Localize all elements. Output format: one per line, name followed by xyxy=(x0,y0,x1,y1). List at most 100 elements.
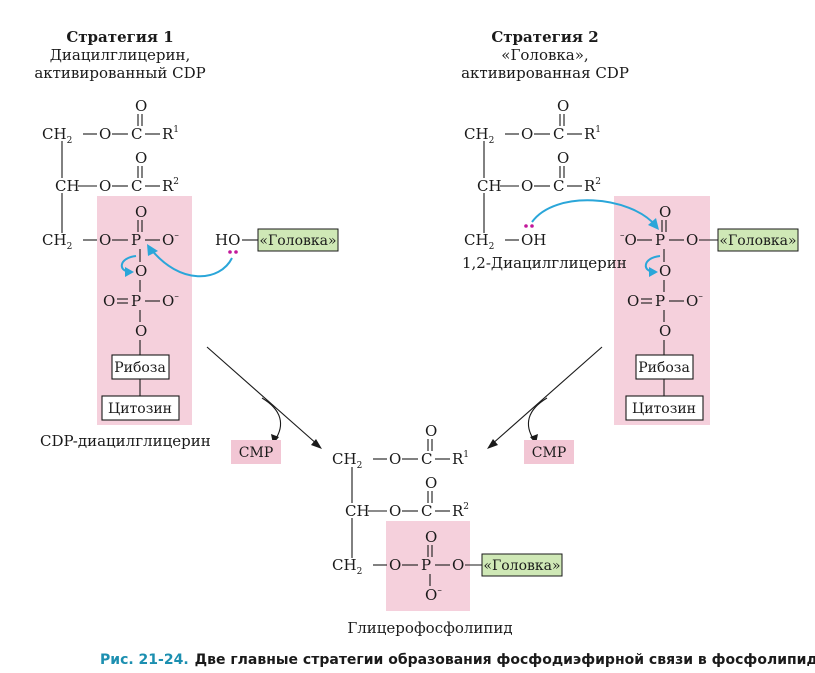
caption-line: Рис. 21-24. Две главные стратегии образов… xyxy=(100,652,815,668)
s2-row1-c: C xyxy=(553,125,564,143)
s2-row2-r2: R2 xyxy=(584,177,601,195)
right-cmp-box xyxy=(524,440,574,464)
s2-row1-carbonyl-o: O xyxy=(557,97,569,115)
s1-head-box xyxy=(257,228,339,252)
caption-figure-number: Рис. 21-24. xyxy=(100,652,189,668)
s1-head-label: «Головка» xyxy=(259,233,336,249)
right-cmp-label: CMP xyxy=(532,445,566,461)
s1-row4-o: O xyxy=(103,292,115,310)
s1-cytosine-label: Цитозин xyxy=(108,401,172,417)
s1-bridge-o: O xyxy=(135,262,147,280)
strategy2-title: Стратегия 2 xyxy=(491,28,598,46)
strategy1-group: Стратегия 1 Диацилглицерин, активированн… xyxy=(34,28,339,450)
s1-ribose-box xyxy=(111,354,170,380)
s2-row1-o: O xyxy=(521,125,533,143)
s2-row3-oh: OH xyxy=(521,231,546,249)
p-row1-c: C xyxy=(421,450,432,468)
s1-electron-dot-b xyxy=(234,250,238,254)
p-row3-o-right: O xyxy=(452,556,464,574)
s2-cytosine-box xyxy=(625,395,704,421)
s1-product-label: CDP-диацилглицерин xyxy=(40,432,211,450)
product-group: CH2 O C O R1 CH O C O R2 CH2 O P O O «Го… xyxy=(332,422,563,637)
s2-row2-o: O xyxy=(521,177,533,195)
s2-row1-r1: R1 xyxy=(584,125,601,143)
s2-row3-phosphoryl-o: O xyxy=(659,203,671,221)
p-row2-o: O xyxy=(389,502,401,520)
p-row1-carbonyl-o: O xyxy=(425,422,437,440)
p-row2-r2: R2 xyxy=(452,502,469,520)
s1-row1-o: O xyxy=(99,125,111,143)
s1-ribose-label: Рибоза xyxy=(114,360,166,376)
s1-electron-dot-a xyxy=(228,250,232,254)
left-cmp-box xyxy=(231,440,281,464)
s2-dag-label: 1,2-Диацилглицерин xyxy=(462,254,627,272)
p-row2-carbonyl-o: O xyxy=(425,474,437,492)
s2-electron-dot-a xyxy=(524,224,528,228)
s2-row4-p: P xyxy=(655,292,665,310)
s2-row3-ch2: CH2 xyxy=(464,231,494,252)
p-head-box xyxy=(481,553,563,577)
s2-electron-dot-b xyxy=(530,224,534,228)
reaction-arrows: CMP CMP xyxy=(206,346,603,464)
s2-row2-carbonyl-o: O xyxy=(557,149,569,167)
s1-attack-arrowhead xyxy=(147,244,158,256)
p-row2-c: C xyxy=(421,502,432,520)
s2-row2-c: C xyxy=(553,177,564,195)
p-row3-p: P xyxy=(421,556,431,574)
p-row1-ch2: CH2 xyxy=(332,450,362,471)
p-row3-phosphoryl-o: O xyxy=(425,528,437,546)
p-row1-r1: R1 xyxy=(452,450,469,468)
s2-row1-ch2: CH2 xyxy=(464,125,494,146)
s1-row3-ch2: CH2 xyxy=(42,231,72,252)
s2-row4-o-minus: O– xyxy=(686,292,703,310)
s2-row3-o-minus: –O xyxy=(620,231,637,249)
s1-row2-r2: R2 xyxy=(162,177,179,195)
s1-row2-carbonyl-o: O xyxy=(135,149,147,167)
s1-row1-ch2: CH2 xyxy=(42,125,72,146)
s1-lower-o: O xyxy=(135,322,147,340)
p-row3-o: O xyxy=(389,556,401,574)
strategy2-subtitle-line1: «Головка», xyxy=(501,46,588,64)
p-row3-ch2: CH2 xyxy=(332,556,362,577)
p-head-label: «Головка» xyxy=(483,558,560,574)
s2-head-label: «Головка» xyxy=(719,233,796,249)
s1-row1-r1: R1 xyxy=(162,125,179,143)
s1-row3-p: P xyxy=(131,231,141,249)
s2-cytosine-label: Цитозин xyxy=(632,401,696,417)
s2-leaving-arrowhead xyxy=(649,267,658,277)
left-reaction-arrow xyxy=(206,346,319,446)
left-reaction-arrowhead xyxy=(311,439,322,449)
p-o-minus: O– xyxy=(425,586,442,604)
strategy2-subtitle-line2: активированная CDP xyxy=(461,64,629,82)
s1-leaving-arrowhead xyxy=(125,267,134,277)
product-label: Глицерофосфолипид xyxy=(347,619,512,637)
left-cmp-label: CMP xyxy=(239,445,273,461)
p-row1-o: O xyxy=(389,450,401,468)
s1-row3-o: O xyxy=(99,231,111,249)
caption-text: Две главные стратегии образования фосфод… xyxy=(195,652,815,668)
s1-row1-carbonyl-o: O xyxy=(135,97,147,115)
s1-ho: HO xyxy=(215,231,240,249)
s2-attack-arrowhead xyxy=(648,218,659,230)
strategy1-subtitle-line1: Диацилглицерин, xyxy=(50,46,191,64)
right-cmp-branch xyxy=(527,397,548,441)
s2-row4-o: O xyxy=(627,292,639,310)
s1-row2-c: C xyxy=(131,177,142,195)
product-phosphate-highlight xyxy=(386,521,470,611)
s2-row2-ch: CH xyxy=(477,177,502,195)
s1-cytosine-box xyxy=(101,395,180,421)
s1-row1-c: C xyxy=(131,125,142,143)
s1-row3-o-minus: O– xyxy=(162,231,179,249)
s2-attack-arrow xyxy=(531,199,657,227)
s2-row3-p: P xyxy=(655,231,665,249)
figure-caption: Рис. 21-24. Две главные стратегии образов… xyxy=(100,652,815,668)
s2-head-box xyxy=(717,228,799,252)
s2-ribose-label: Рибоза xyxy=(638,360,690,376)
right-reaction-arrow xyxy=(490,346,603,446)
s2-row3-o-right: O xyxy=(686,231,698,249)
strategy2-group: Стратегия 2 «Головка», активированная CD… xyxy=(461,28,799,425)
s1-row4-o-minus: O– xyxy=(162,292,179,310)
p-row2-ch: CH xyxy=(345,502,370,520)
s1-attack-arrow xyxy=(149,247,233,278)
